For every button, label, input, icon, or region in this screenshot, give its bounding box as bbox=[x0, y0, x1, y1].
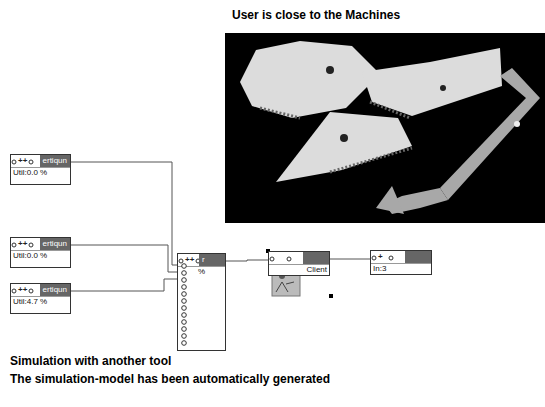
port-symbol: ++ bbox=[18, 284, 27, 296]
sim-block: ++ ertiqunUtil:4.7 % bbox=[10, 283, 71, 314]
input-port bbox=[182, 285, 187, 290]
sim-block: +In:3 bbox=[370, 250, 432, 275]
rail bbox=[330, 148, 412, 172]
worker-dot bbox=[440, 85, 446, 91]
input-port bbox=[182, 327, 187, 332]
block-header: ++ ertiqun bbox=[11, 155, 70, 168]
block-header bbox=[269, 252, 329, 265]
caption-line: Simulation with another tool bbox=[10, 354, 171, 368]
selection-handle bbox=[329, 294, 333, 298]
machine bbox=[276, 112, 412, 182]
block-footer: Util:4.7 % bbox=[11, 297, 70, 307]
block-name-bar bbox=[303, 252, 329, 264]
conveyor-arrow bbox=[376, 186, 404, 214]
input-port bbox=[182, 271, 187, 276]
port-symbol: + bbox=[378, 251, 383, 263]
input-port bbox=[182, 334, 187, 339]
input-port bbox=[182, 341, 187, 346]
block-footer: Util:0.0 % bbox=[11, 168, 70, 178]
port-circle bbox=[12, 289, 16, 293]
block-value: Util:0.0 % bbox=[13, 168, 68, 178]
connector bbox=[330, 259, 370, 260]
input-port bbox=[182, 299, 187, 304]
port-symbol: ++ bbox=[18, 238, 27, 250]
worker-dot bbox=[326, 66, 334, 74]
caption-line: The simulation-model has been automatica… bbox=[10, 372, 330, 386]
block-name: r bbox=[199, 254, 225, 266]
block-value: % bbox=[198, 267, 223, 277]
port-circle bbox=[12, 160, 16, 164]
rail bbox=[260, 108, 300, 118]
block-header: ++ ertiqun bbox=[11, 284, 70, 297]
render-background bbox=[225, 33, 545, 223]
block-name-bar bbox=[405, 251, 431, 263]
port-symbols bbox=[371, 251, 395, 263]
block-header: ++ ertiqun bbox=[11, 238, 70, 251]
block-name: ertiqun bbox=[40, 155, 70, 167]
input-port bbox=[182, 306, 187, 311]
sim-block: ++ ertiqunUtil:0.0 % bbox=[10, 154, 71, 185]
port-circle bbox=[270, 257, 274, 261]
port-circle bbox=[29, 243, 33, 247]
connector bbox=[71, 245, 177, 272]
block-value: Client bbox=[271, 265, 327, 275]
block-header: + bbox=[371, 251, 431, 264]
port-circle bbox=[29, 160, 33, 164]
connector bbox=[71, 279, 177, 291]
block-name: ertiqun bbox=[40, 238, 70, 250]
block-header: ++ r bbox=[178, 254, 225, 267]
sim-block: Client bbox=[268, 251, 330, 276]
block-value: Util:0.0 % bbox=[13, 251, 68, 261]
block-name: ertiqun bbox=[40, 284, 70, 296]
input-ports bbox=[178, 254, 190, 352]
block-footer: Util:0.0 % bbox=[11, 251, 70, 261]
input-port bbox=[182, 320, 187, 325]
block-footer: In:3 bbox=[371, 264, 431, 274]
conveyor bbox=[440, 68, 540, 200]
port-circle bbox=[29, 289, 33, 293]
port-circle bbox=[287, 257, 291, 261]
port-circle bbox=[179, 259, 183, 263]
connector bbox=[226, 260, 268, 261]
port-circle bbox=[372, 256, 376, 260]
connector bbox=[71, 162, 177, 265]
port-symbol: ++ bbox=[185, 254, 194, 266]
rail bbox=[370, 102, 410, 118]
block-value: In:3 bbox=[373, 264, 429, 274]
worker-dot bbox=[514, 121, 520, 127]
client-icon bbox=[276, 282, 294, 292]
port-circle bbox=[12, 243, 16, 247]
port-circle bbox=[389, 256, 393, 260]
sim-block: ++ ertiqunUtil:0.0 % bbox=[10, 237, 71, 268]
input-port bbox=[182, 313, 187, 318]
machine bbox=[240, 41, 380, 118]
input-port bbox=[182, 264, 187, 269]
view-title: User is close to the Machines bbox=[232, 8, 400, 22]
port-symbols bbox=[269, 252, 293, 264]
sim-block: ++ r% bbox=[177, 253, 226, 351]
port-symbol: ++ bbox=[18, 155, 27, 167]
input-port bbox=[182, 278, 187, 283]
block-value: Util:4.7 % bbox=[13, 297, 68, 307]
block-footer: Client bbox=[269, 265, 329, 275]
input-port bbox=[182, 292, 187, 297]
worker-dot bbox=[340, 134, 348, 142]
